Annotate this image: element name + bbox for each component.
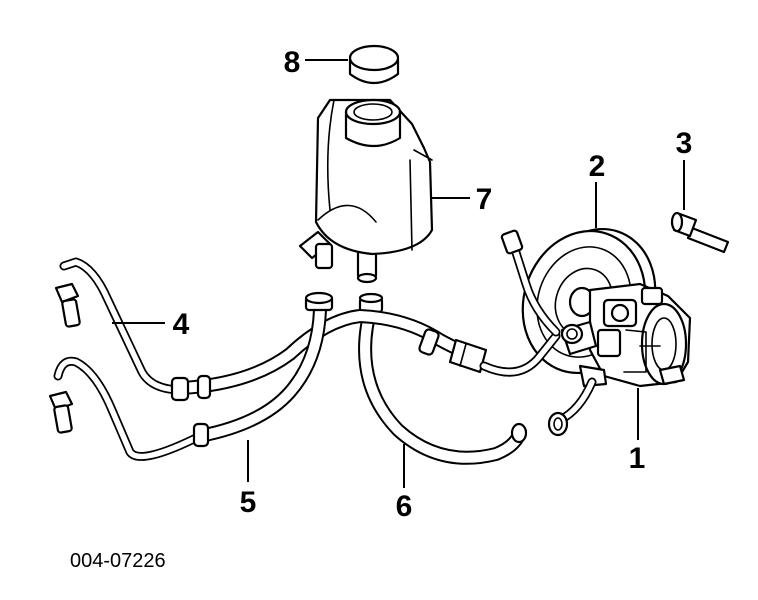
callout-labels: 8 7 2 3 4 5 6 1 xyxy=(173,46,693,523)
callout-4: 4 xyxy=(173,308,190,341)
diagram-code: 004-07226 xyxy=(70,550,166,572)
callout-5: 5 xyxy=(240,486,257,519)
callout-1: 1 xyxy=(629,442,646,475)
power-steering-pump xyxy=(560,282,692,388)
pressure-hose-assembly xyxy=(48,229,597,461)
callout-3: 3 xyxy=(676,127,693,160)
reservoir xyxy=(298,98,434,284)
callout-2: 2 xyxy=(589,150,606,183)
mounting-bolt xyxy=(670,211,730,254)
callout-7: 7 xyxy=(476,183,493,216)
leader-lines xyxy=(112,59,685,488)
callout-6: 6 xyxy=(396,490,413,523)
reservoir-cap xyxy=(348,44,400,85)
callout-8: 8 xyxy=(284,46,301,79)
